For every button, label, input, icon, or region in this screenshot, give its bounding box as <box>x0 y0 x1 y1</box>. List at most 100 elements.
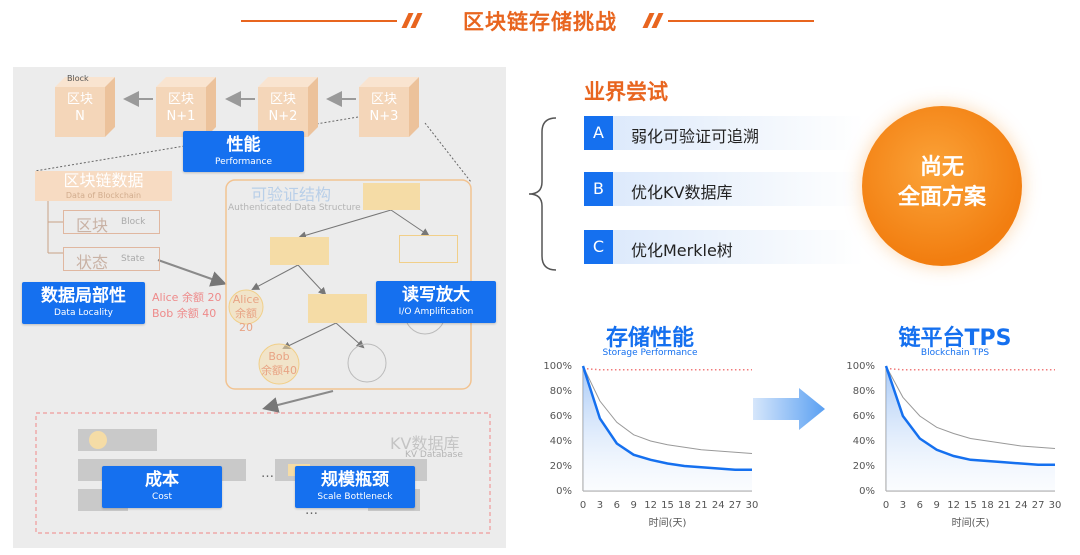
chart1-title: 存储性能 <box>605 326 694 351</box>
block-badge: Block <box>67 74 89 83</box>
page-title: 区块链存储挑战 <box>463 10 617 34</box>
x-tick-label: 6 <box>917 500 923 511</box>
alice-balance-text: Alice 余额 20 <box>152 291 222 304</box>
ads-node-r1 <box>399 235 458 263</box>
scale-bottleneck-cn: 规模瓶颈 <box>321 470 389 490</box>
y-tick-label: 20% <box>550 461 572 472</box>
ads-title: 可验证结构 <box>251 185 332 204</box>
x-tick-label: 9 <box>631 500 637 511</box>
y-tick-label: 60% <box>550 411 572 422</box>
option-b-letter: B <box>584 172 613 206</box>
block-cube-label: 区块 <box>269 92 296 107</box>
option-a: A 弱化可验证可追溯 <box>584 116 864 150</box>
option-c: C 优化Merkle树 <box>584 230 864 264</box>
conclusion-line2: 全面方案 <box>897 185 986 210</box>
bob-balance-text: Bob 余额 40 <box>152 307 217 320</box>
x-axis-label: 时间(天) <box>649 516 687 529</box>
state-item-cn: 状态 <box>76 253 109 272</box>
right-arrow-icon <box>753 388 825 430</box>
x-tick-label: 0 <box>883 500 889 511</box>
performance-en: Performance <box>214 157 273 167</box>
y-tick-label: 0% <box>556 486 572 497</box>
y-tick-label: 100% <box>543 361 572 372</box>
y-tick-label: 60% <box>853 411 875 422</box>
option-a-letter: A <box>584 116 613 150</box>
header-line-left <box>241 20 397 22</box>
performance-label: 性能 Performance <box>183 131 304 172</box>
series-line-blue <box>884 365 1055 467</box>
block-item-cn: 区块 <box>76 216 109 235</box>
block-cube-label: 区块 <box>370 92 397 107</box>
blockchain-data-header: 区块链数据 Data of Blockchain <box>35 171 172 201</box>
option-b: B 优化KV数据库 <box>584 172 864 206</box>
series-area <box>886 366 1055 491</box>
conclusion-line1: 尚无 <box>919 155 964 180</box>
x-tick-label: 30 <box>746 500 759 511</box>
block-cube-label: 区块 <box>167 92 194 107</box>
cost-label: 成本 Cost <box>102 466 222 508</box>
data-locality-en: Data Locality <box>53 308 114 318</box>
data-locality-label: 数据局部性 Data Locality <box>22 282 145 324</box>
data-locality-cn: 数据局部性 <box>41 286 126 306</box>
x-tick-label: 0 <box>580 500 586 511</box>
block-cube-number: N+2 <box>268 109 298 124</box>
io-amplification-label: 读写放大 I/O Amplification <box>376 281 496 323</box>
x-tick-label: 24 <box>712 500 725 511</box>
block-cube-number: N <box>75 109 85 124</box>
series-line-gray <box>582 365 753 454</box>
state-item: 状态 State <box>63 247 160 272</box>
no-complete-solution-circle: 尚无 全面方案 <box>862 106 1022 266</box>
series-line-blue <box>581 365 752 472</box>
x-tick-label: 27 <box>729 500 742 511</box>
kv-ellipsis-1: … <box>261 466 274 481</box>
ads-root-node <box>363 183 420 210</box>
series-line-gray <box>885 365 1056 449</box>
y-tick-label: 40% <box>550 436 572 447</box>
block-item: 区块 Block <box>63 210 160 235</box>
y-tick-label: 80% <box>550 386 572 397</box>
io-amplification-en: I/O Amplification <box>398 307 474 317</box>
x-tick-label: 18 <box>981 500 994 511</box>
ads-subtitle: Authenticated Data Structure <box>228 203 361 213</box>
x-tick-label: 12 <box>947 500 960 511</box>
x-tick-label: 21 <box>695 500 708 511</box>
y-tick-label: 100% <box>846 361 875 372</box>
ads-node-bob: Bob 余额40 <box>259 350 299 378</box>
ads-node-alice-balance: 余额20 <box>235 307 257 334</box>
header-line-right <box>668 20 814 22</box>
ads-node-l2 <box>308 294 367 323</box>
io-amplification-cn: 读写放大 <box>402 285 470 305</box>
x-tick-label: 15 <box>661 500 674 511</box>
storage-diagram-panel: 区块 N Block 区块 N+1 区块 N+2 区块 N+3 性能 Perfo… <box>13 67 506 548</box>
y-tick-label: 20% <box>853 461 875 472</box>
chart2-title: 链平台TPS <box>898 326 1012 351</box>
block-item-en: Block <box>121 217 146 227</box>
block-cube-label: 区块 <box>66 92 93 107</box>
industry-attempts-title: 业界尝试 <box>584 80 668 104</box>
ads-node-bob-name: Bob <box>268 350 290 363</box>
ads-node-alice: Alice 余额20 <box>229 293 263 335</box>
x-axis-label: 时间(天) <box>952 516 990 529</box>
y-tick-label: 80% <box>853 386 875 397</box>
chart1-subtitle: Storage Performance <box>602 348 698 358</box>
x-tick-label: 3 <box>900 500 906 511</box>
x-tick-label: 6 <box>614 500 620 511</box>
block-cube-number: N+1 <box>166 109 196 124</box>
x-tick-label: 21 <box>998 500 1011 511</box>
x-tick-label: 12 <box>644 500 657 511</box>
block-cube-number: N+3 <box>369 109 399 124</box>
scale-bottleneck-label: 规模瓶颈 Scale Bottleneck <box>295 466 415 508</box>
ads-node-bob-balance: 余额40 <box>261 364 297 377</box>
option-c-label: 优化Merkle树 <box>631 241 733 260</box>
kv-database-subtitle: KV Database <box>405 450 463 460</box>
chart2-subtitle: Blockchain TPS <box>920 348 990 358</box>
x-tick-label: 24 <box>1015 500 1028 511</box>
ads-node-alice-name: Alice <box>232 293 260 306</box>
cost-cn: 成本 <box>145 470 179 490</box>
x-tick-label: 3 <box>597 500 603 511</box>
blockchain-data-en: Data of Blockchain <box>65 191 142 200</box>
ads-node-l1 <box>270 237 329 265</box>
x-tick-label: 18 <box>678 500 691 511</box>
